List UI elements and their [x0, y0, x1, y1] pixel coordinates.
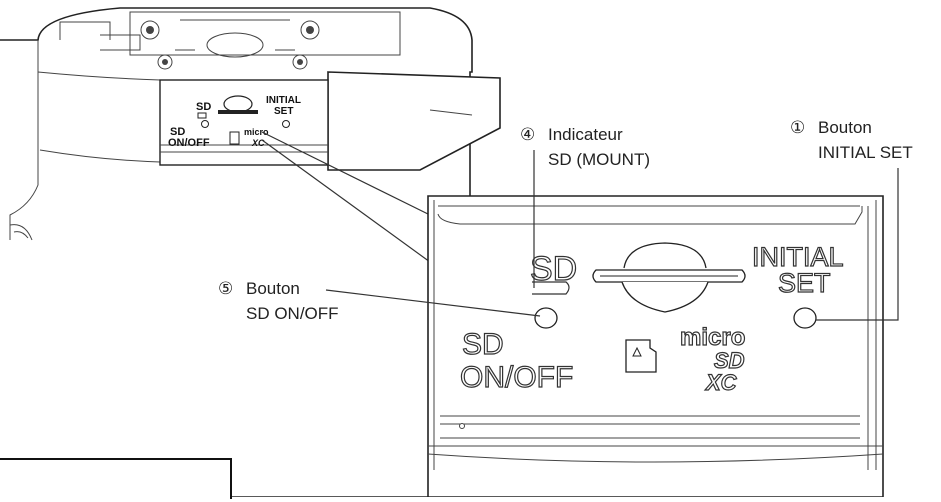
microsdxc-logo: micro SD XC [679, 323, 746, 395]
callout-5-line2: SD ON/OFF [246, 304, 339, 323]
callout-initial-set: ① Bouton INITIAL SET [790, 118, 913, 321]
zoom-line-top [261, 131, 431, 216]
panel-xc-logo: XC [704, 370, 738, 395]
initial-set-button[interactable] [793, 307, 817, 329]
callout-1-line2: INITIAL SET [818, 143, 913, 162]
panel-initial-label-2: SET [778, 268, 831, 298]
camera-body [0, 7, 501, 498]
callout-1-line1: Bouton [818, 118, 872, 137]
callout-1-leader [816, 168, 899, 321]
panel-sd-onoff-label-1: SD [462, 328, 504, 361]
microsd-card-icon [625, 339, 657, 373]
callout-4-line1: Indicateur [548, 125, 623, 144]
panel-sd-onoff-label-2: ON/OFF [460, 361, 573, 394]
device-micro-label: micro [244, 127, 269, 137]
device-sd-onoff-button[interactable] [201, 120, 209, 128]
device-initial-label-1: INITIAL [266, 95, 301, 106]
device-initial-set-button[interactable] [282, 120, 290, 128]
callout-5-leader [325, 289, 541, 317]
card-slot [592, 242, 746, 313]
device-sd-onoff-label-1: SD [170, 126, 185, 138]
sd-onoff-button[interactable] [534, 307, 558, 329]
housing-left-edge [9, 40, 39, 240]
slot-housing [327, 71, 501, 171]
enlarged-panel: SD INITIAL SET SD ON/OFF micro SD XC [427, 195, 884, 498]
callout-4-marker: ④ [520, 125, 535, 144]
callout-1-marker: ① [790, 118, 805, 137]
device-sd-indicator [197, 112, 207, 119]
callout-sd-mount: ④ Indicateur SD (MOUNT) [520, 125, 650, 288]
callout-5-line1: Bouton [246, 279, 300, 298]
callout-4-line2: SD (MOUNT) [548, 150, 650, 169]
device-card-slot [223, 95, 253, 113]
panel-micro-label: micro [680, 324, 745, 351]
callout-5-marker: ⑤ [218, 279, 233, 298]
housing-foot [9, 224, 33, 241]
panel-sd-logo: SD [714, 348, 745, 373]
device-sd-label: SD [196, 101, 211, 113]
sd-mount-indicator [532, 281, 570, 295]
zoom-line-bottom [261, 139, 431, 263]
mounting-plate [59, 11, 401, 70]
device-initial-label-2: SET [274, 106, 293, 117]
device-microsd-icon [229, 131, 240, 145]
callout-sd-onoff: ⑤ Bouton SD ON/OFF [218, 279, 541, 323]
device-xc-logo: XC [251, 138, 265, 148]
device-sd-onoff-label-2: ON/OFF [168, 137, 210, 149]
bottom-left-box [0, 458, 232, 499]
panel-initial-label-1: INITIAL [752, 242, 844, 272]
